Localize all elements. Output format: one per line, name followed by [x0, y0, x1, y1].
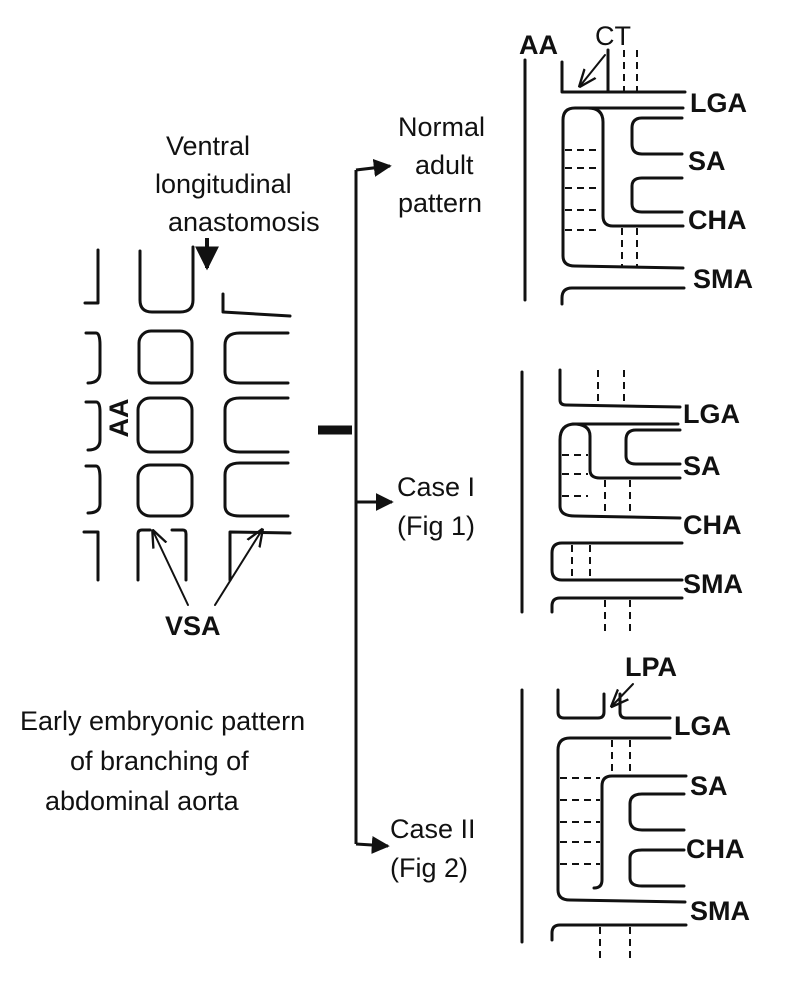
branch-arrow-normal	[355, 158, 392, 177]
grid-loop	[136, 463, 194, 518]
panel-normal: AA CT LGA SA CHA SMA	[519, 21, 753, 306]
sma-label: SMA	[690, 896, 750, 926]
panel-case1: LGA SA CHA SMA	[520, 368, 743, 632]
sa-label: SA	[690, 771, 728, 801]
caption-line-2: of branching of	[70, 746, 249, 776]
lga-label: LGA	[674, 711, 731, 741]
cha-label: CHA	[683, 510, 742, 540]
vla-label-line-2: longitudinal	[155, 169, 292, 199]
normal-label-2: adult	[415, 150, 474, 180]
grid-loop	[137, 329, 194, 385]
vsa-label: VSA	[165, 611, 221, 641]
sa-label: SA	[688, 146, 726, 176]
normal-label-3: pattern	[398, 188, 482, 218]
normal-label-1: Normal	[398, 112, 485, 142]
vla-label-line-1: Ventral	[166, 131, 250, 161]
case1-label-2: (Fig 1)	[397, 511, 475, 541]
case2-label-1: Case II	[390, 814, 476, 844]
vsa-pointer-1	[153, 531, 189, 606]
sma-label: SMA	[683, 569, 743, 599]
celiac-trunk	[560, 60, 687, 94]
panel-case2: LPA LGA SA CHA SMA	[520, 652, 750, 958]
sma-label: SMA	[693, 264, 753, 294]
aa-label-embryo: AA	[104, 399, 134, 438]
caption-line-1: Early embryonic pattern	[20, 706, 305, 736]
grid-loop	[136, 396, 194, 454]
ct-pointer	[580, 54, 606, 86]
lpa-pointer	[612, 683, 634, 706]
cha-label: CHA	[688, 205, 747, 235]
vla-label-line-3: anastomosis	[168, 207, 320, 237]
ct-label: CT	[595, 21, 631, 51]
lga-label: LGA	[683, 399, 740, 429]
sa-label: SA	[683, 451, 721, 481]
lga-label: LGA	[690, 88, 747, 118]
cha-label: CHA	[686, 834, 745, 864]
aa-label-panel1: AA	[519, 30, 558, 60]
lpa-label: LPA	[625, 652, 677, 682]
embryonic-grid: Ventral longitudinal anastomosis AA VSA …	[20, 131, 320, 816]
caption-line-3: abdominal aorta	[45, 786, 240, 816]
case1-label-1: Case I	[397, 472, 475, 502]
vsa-pointer-2	[214, 530, 262, 606]
branch-connector: Normal adult pattern Case I (Fig 1) Case…	[318, 112, 485, 883]
case2-label-2: (Fig 2)	[390, 853, 468, 883]
branch-arrow-case2	[355, 836, 390, 854]
